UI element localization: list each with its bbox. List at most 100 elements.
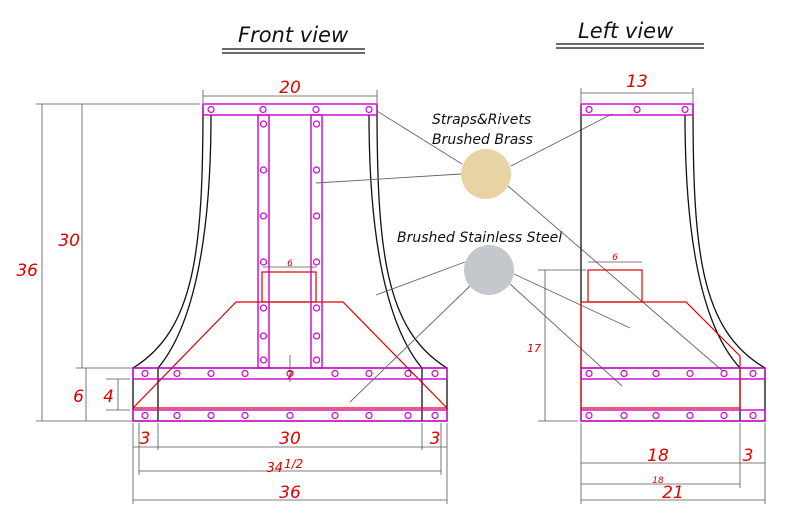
leader-line	[376, 110, 463, 165]
rivet	[720, 411, 728, 420]
rivet	[686, 411, 694, 420]
rivet	[620, 411, 628, 420]
front-right-vertical-strap	[310, 114, 323, 369]
rivet	[259, 120, 268, 128]
dim-left-top-width: 13	[626, 72, 648, 92]
dim-band-inner: 4	[103, 387, 114, 407]
rivet	[585, 105, 593, 114]
left-red-insert	[580, 301, 741, 409]
rivet	[749, 411, 757, 420]
rivet	[652, 369, 660, 378]
front-left-vertical-strap	[257, 114, 270, 369]
leader-line	[507, 185, 725, 373]
rivet	[633, 105, 641, 114]
front-rivets	[141, 105, 439, 420]
rivet	[173, 369, 181, 378]
dim-left-height: 17	[527, 342, 541, 355]
rivet	[312, 105, 320, 114]
rivet	[312, 212, 321, 220]
rivet	[652, 411, 660, 420]
front-dimensions: 20 36 30 6 4 6 7 3	[16, 78, 448, 504]
leader-line	[375, 261, 466, 296]
front-left-inner-curve	[157, 114, 212, 369]
rivet	[312, 258, 321, 266]
rivet	[259, 332, 268, 340]
dim-inner-width-fraction: 1/2	[284, 457, 303, 471]
rivet	[365, 105, 373, 114]
front-band-bottom-strap	[132, 409, 448, 422]
straps-rivets-label: Straps&Rivets	[432, 112, 531, 128]
front-view-title: Front view	[238, 23, 349, 47]
rivet	[749, 369, 757, 378]
dim-height-total: 36	[16, 261, 38, 281]
brushed-brass-label: Brushed Brass	[432, 132, 533, 148]
left-view-bottom-band	[580, 367, 766, 422]
rivet	[259, 212, 268, 220]
dim-left-bottom-total: 21	[662, 483, 684, 503]
dim-left-small-mark: 18	[652, 476, 664, 486]
left-dimensions: 13 6 17 18 3 18 21	[527, 72, 766, 504]
rivet	[331, 411, 339, 420]
rivet	[312, 304, 321, 312]
left-view-title: Left view	[578, 19, 674, 43]
rivet	[431, 411, 439, 420]
left-band-top-strap	[580, 367, 766, 380]
dim-side-left: 3	[140, 429, 151, 449]
rivet	[431, 369, 439, 378]
dim-bottom-width: 36	[279, 483, 301, 503]
rivet	[259, 356, 268, 364]
rivet	[365, 369, 373, 378]
front-right-outer-curve	[376, 104, 448, 369]
dim-inner-width: 34	[266, 461, 283, 476]
leader-line	[349, 285, 471, 403]
front-top-strap	[202, 103, 378, 116]
left-band-bottom-strap	[580, 409, 766, 422]
rivet	[365, 411, 373, 420]
front-view: 20 36 30 6 4 6 7 3	[16, 78, 449, 504]
left-rivets	[585, 105, 757, 420]
rivet	[286, 411, 294, 420]
left-top-strap	[580, 103, 694, 116]
leader-line	[509, 283, 623, 387]
dim-strap-gap: 6	[287, 259, 293, 269]
dim-left-bottom-inner: 18	[647, 446, 669, 466]
rivet	[141, 411, 149, 420]
front-red-box	[261, 271, 317, 303]
rivet	[207, 411, 215, 420]
front-left-outer-curve	[132, 104, 204, 369]
dim-height-upper: 30	[58, 231, 80, 251]
rivet	[259, 258, 268, 266]
rivet	[681, 105, 689, 114]
dim-band-height: 6	[73, 387, 84, 407]
dim-left-box-width: 6	[612, 253, 618, 263]
rivet	[585, 369, 593, 378]
brushed-stainless-label: Brushed Stainless Steel	[397, 230, 562, 246]
dim-side-right: 3	[430, 429, 441, 449]
rivet	[173, 411, 181, 420]
left-view: 13 6 17 18 3 18 21	[527, 72, 766, 504]
stainless-swatch	[464, 245, 514, 295]
rivet	[241, 369, 249, 378]
left-red-box	[587, 269, 643, 303]
dim-small-mark: 7	[287, 369, 294, 382]
rivet	[312, 166, 321, 174]
rivet	[404, 369, 412, 378]
rivet	[141, 369, 149, 378]
rivet	[259, 304, 268, 312]
rivet	[404, 411, 412, 420]
rivet	[259, 105, 267, 114]
leader-line	[510, 113, 613, 167]
rivet	[241, 411, 249, 420]
rivet	[207, 369, 215, 378]
rivet	[720, 369, 728, 378]
front-right-inner-curve	[368, 114, 423, 369]
rivet	[259, 166, 268, 174]
left-view-inner-curve	[684, 114, 741, 369]
rivet	[207, 105, 215, 114]
callouts: Straps&Rivets Brushed Brass Brushed Stai…	[315, 110, 725, 403]
leader-line	[513, 273, 631, 329]
rivet	[312, 356, 321, 364]
rivet	[312, 332, 321, 340]
leader-line	[315, 173, 462, 184]
